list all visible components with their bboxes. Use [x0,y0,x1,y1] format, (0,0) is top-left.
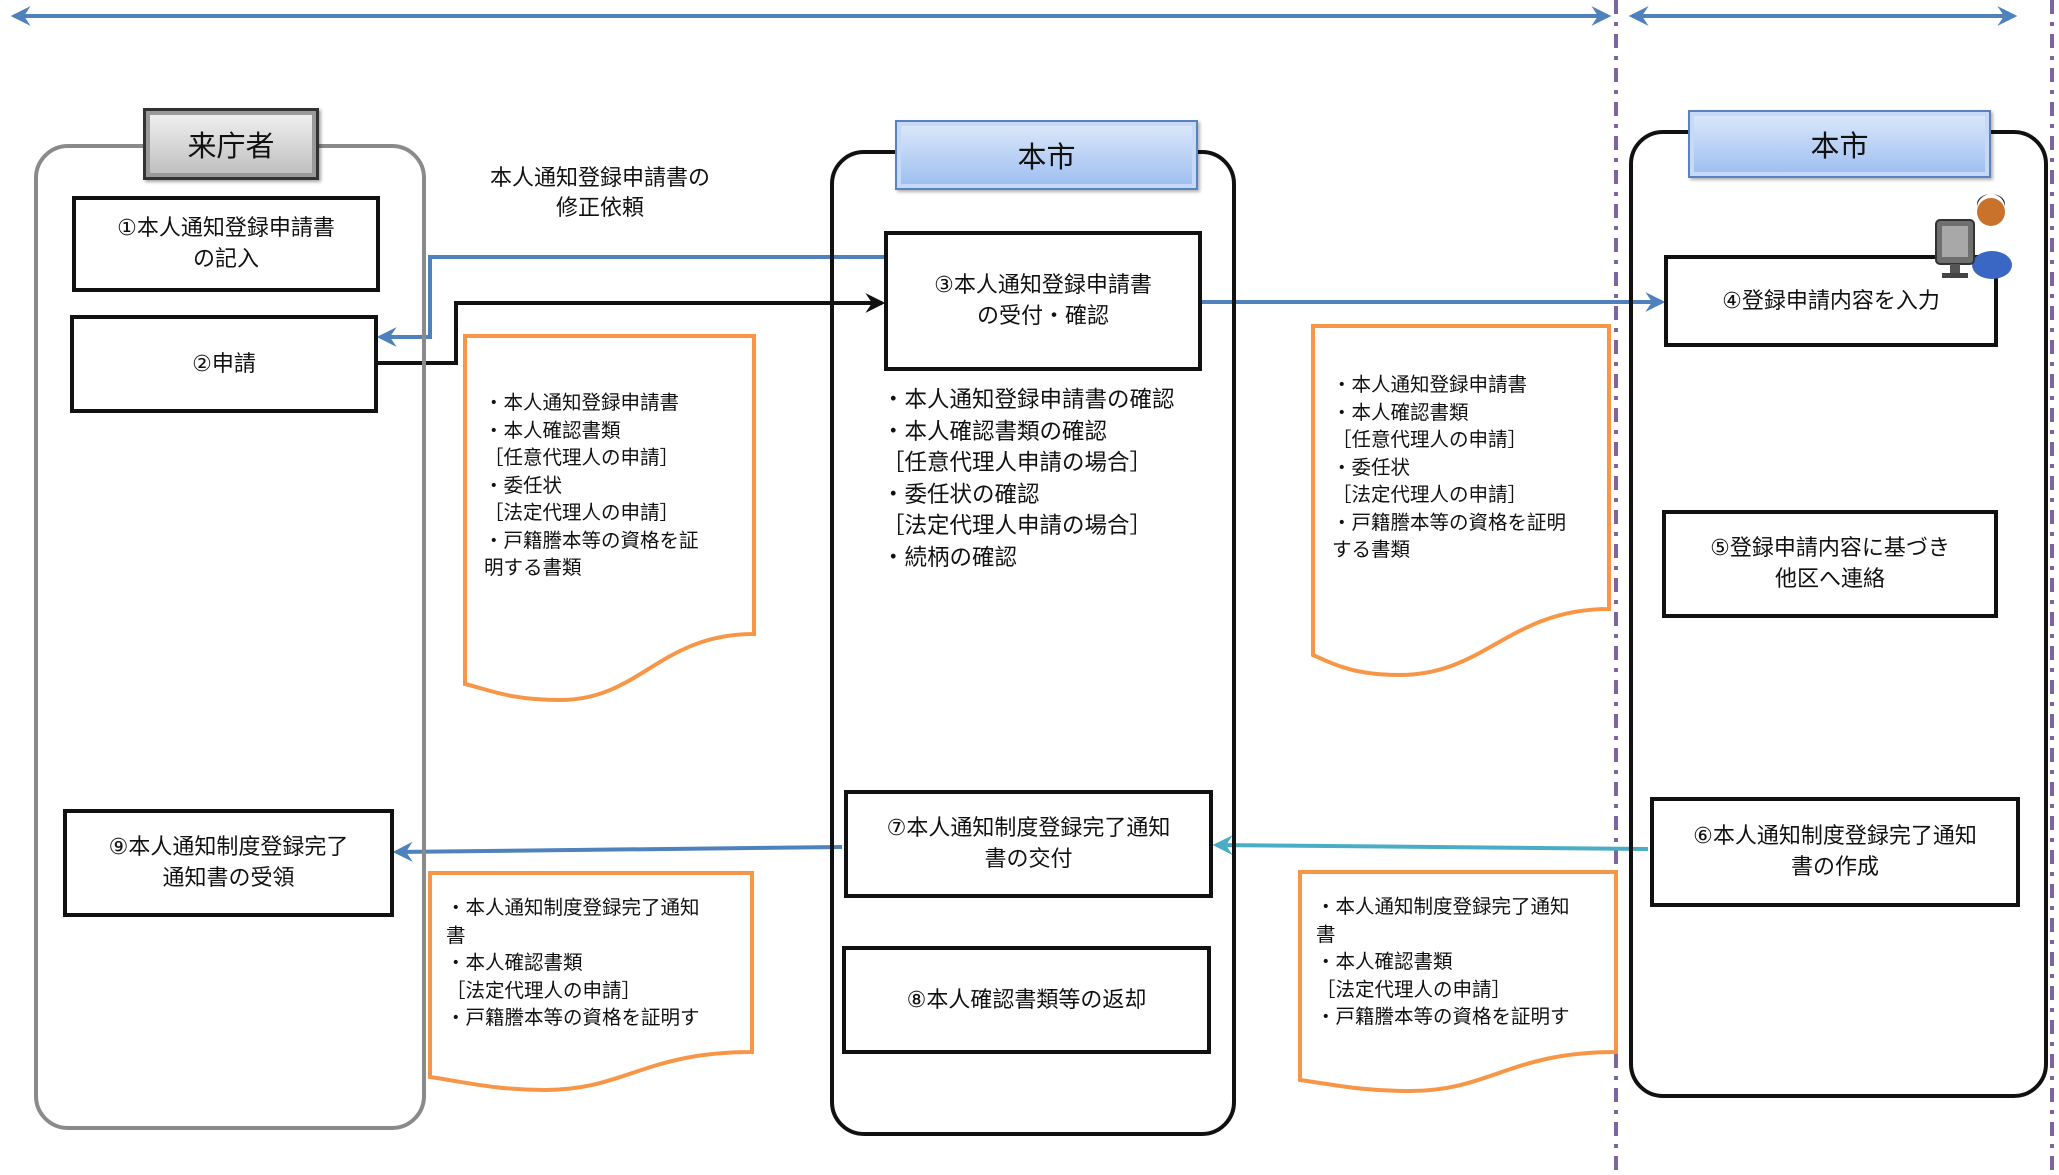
correction-request-label: 本人通知登録申請書の 修正依頼 [489,166,710,221]
document-shape-return-right [1298,870,1618,1094]
step-8-return-id-documents: ⑧本人確認書類等の返却 [842,946,1211,1054]
lane-header-city-counter: 本市 [895,120,1198,190]
document-list-submit: ・本人通知登録申請書 ・本人確認書類 ［任意代理人の申請］ ・委任状 ［法定代理… [484,391,699,579]
document-shape-return-left [428,871,754,1093]
lane-header-visitor: 来庁者 [143,108,319,180]
step-3-receive-check: ③本人通知登録申請書 の受付・確認 [884,231,1202,371]
arrow-notice-to-counter [1212,835,1649,856]
document-list-return-left: ・本人通知制度登録完了通知 書 ・本人確認書類 ［法定代理人の申請］ ・戸籍謄本… [446,896,700,1029]
step-2-apply: ②申請 [70,315,378,413]
document-shape-forward [1311,324,1611,678]
step-7-deliver-notice: ⑦本人通知制度登録完了通知 書の交付 [844,790,1213,898]
document-list-return-right: ・本人通知制度登録完了通知 書 ・本人確認書類 ［法定代理人の申請］ ・戸籍謄本… [1316,895,1570,1028]
arrow-notice-to-visitor [392,841,843,862]
arrow-correction-request [376,255,885,347]
step-1-fill-form: ①本人通知登録申請書 の記入 [72,196,380,292]
step-6-create-notice: ⑥本人通知制度登録完了通知 書の作成 [1650,797,2020,907]
document-list-forward: ・本人通知登録申請書 ・本人確認書類 ［任意代理人の申請］ ・委任状 ［法定代理… [1332,373,1567,561]
step-5-contact-other-wards: ⑤登録申請内容に基づき 他区へ連絡 [1662,510,1998,618]
step-9-receive-notice: ⑨本人通知制度登録完了 通知書の受領 [63,809,394,917]
step-4-input-registration: ④登録申請内容を入力 [1664,255,1998,347]
document-shape-submit [463,334,756,703]
check-list: ・本人通知登録申請書の確認 ・本人確認書類の確認 ［任意代理人申請の場合］ ・委… [882,387,1175,571]
lane-header-city-office: 本市 [1688,110,1991,178]
arrow-submit-application [378,293,886,365]
person-at-computer-icon [1935,194,2012,279]
